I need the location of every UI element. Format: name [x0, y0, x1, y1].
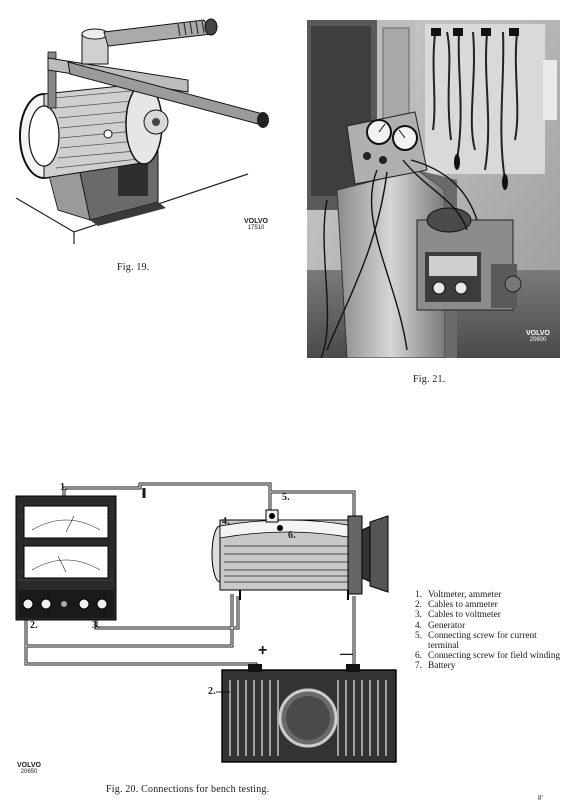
legend-text: Battery [428, 661, 456, 672]
callout-3: 3. [92, 620, 100, 631]
fig19-stamp-number: 17510 [247, 225, 265, 231]
fig21-photo [307, 20, 560, 358]
fig19-caption: Fig. 19. [117, 262, 150, 273]
callout-5: 5. [282, 492, 290, 503]
legend-number: 5. [415, 630, 422, 641]
callout-1: 1. [60, 482, 68, 493]
callout-4: 4. [222, 516, 230, 527]
legend-text: Generator [428, 620, 466, 631]
fig21-stamp-brand: VOLVO [526, 330, 550, 337]
legend-item: 2. Cables to ammeter [415, 600, 566, 610]
legend-text: Cables to voltmeter [428, 610, 501, 621]
fig20-stamp-number: 20650 [20, 769, 38, 775]
legend-text: Connecting screw for current terminal [428, 630, 537, 652]
page-mark: 8' [538, 794, 543, 802]
battery-minus-sign: — [340, 646, 353, 661]
legend-number: 3. [415, 610, 422, 621]
legend-number: 4. [415, 620, 422, 631]
legend-number: 6. [415, 651, 422, 662]
fig19-volvo-stamp: VOLVO 17510 [238, 218, 274, 232]
callout-2: 2. [30, 620, 38, 631]
legend-item: 4. Generator [415, 621, 566, 631]
fig20-legend: 1. Voltmeter, ammeter 2. Cables to ammeter… [415, 590, 566, 672]
callout-6: 6. [288, 530, 296, 541]
fig20-volvo-stamp: VOLVO 20650 [12, 762, 46, 776]
fig21-caption: Fig. 21. [413, 374, 446, 385]
legend-text: Connecting screw for field winding [428, 651, 561, 662]
legend-item: 6. Connecting screw for field winding [415, 651, 566, 661]
fig20-caption: Fig. 20. Connections for bench testing. [106, 784, 270, 795]
legend-item: 7. Battery [415, 661, 566, 671]
battery-plus-sign: + [258, 642, 268, 659]
legend-number: 2. [415, 600, 422, 611]
legend-number: 7. [415, 661, 422, 672]
fig21-stamp-number: 20600 [529, 337, 547, 343]
fig20-stamp-brand: VOLVO [17, 762, 41, 769]
callout-battery: 2. [208, 686, 216, 697]
legend-item: 1. Voltmeter, ammeter [415, 590, 566, 600]
legend-item: 5. Connecting screw for current terminal [415, 631, 566, 651]
legend-text: Cables to ammeter [428, 600, 498, 611]
fig20-diagram [8, 476, 400, 766]
legend-item: 3. Cables to voltmeter [415, 610, 566, 620]
fig21-volvo-stamp: VOLVO 20600 [520, 330, 556, 344]
legend-text: Voltmeter, ammeter [428, 590, 502, 600]
fig19-stamp-brand: VOLVO [244, 218, 268, 225]
legend-number: 1. [415, 590, 422, 600]
fig19-illustration [8, 14, 280, 246]
